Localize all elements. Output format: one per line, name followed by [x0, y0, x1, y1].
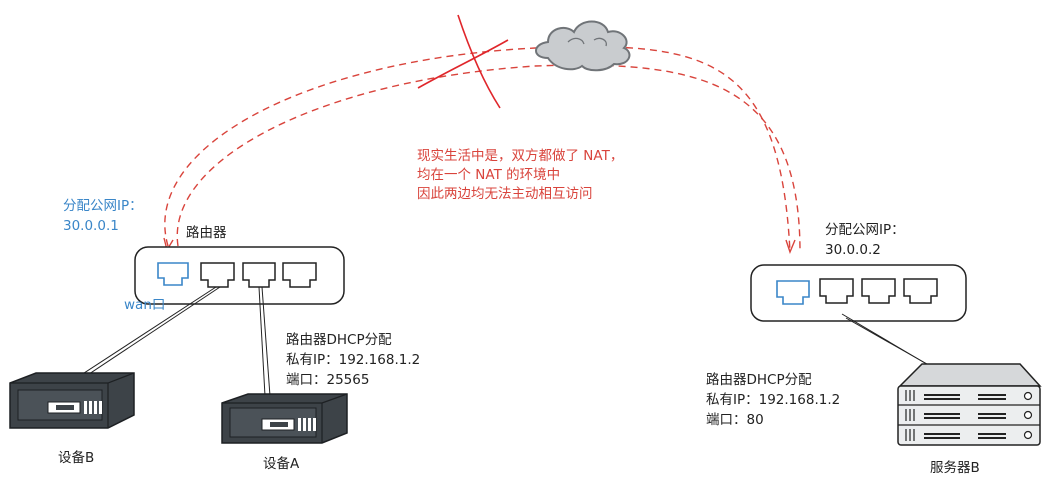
- right-lan-port-1-icon: [819, 278, 854, 304]
- cable-device-a: [258, 286, 266, 397]
- right-public-ip-value: 30.0.0.2: [825, 242, 881, 258]
- nat-path-inner: [176, 64, 801, 253]
- nat-path-outer: [164, 46, 791, 253]
- lan-port-2-icon: [242, 262, 276, 288]
- nat-note-line-2: 均在一个 NAT 的环境中: [417, 167, 561, 183]
- left-port: 端口：25565: [286, 372, 370, 388]
- left-router-label: 路由器: [186, 225, 227, 241]
- right-lan-port-2-icon: [861, 278, 896, 304]
- left-dhcp-label: 路由器DHCP分配: [286, 332, 392, 348]
- right-public-ip-label: 分配公网IP：: [825, 222, 905, 238]
- server-b-label: 服务器B: [930, 460, 980, 476]
- left-public-ip-value: 30.0.0.1: [63, 218, 119, 234]
- nat-note-line-3: 因此两边均无法主动相互访问: [417, 186, 593, 202]
- nat-note-line-1: 现实生活中是，双方都做了 NAT，: [417, 148, 624, 164]
- left-public-ip-label: 分配公网IP：: [63, 198, 143, 214]
- left-private-ip: 私有IP：192.168.1.2: [286, 352, 421, 368]
- right-wan-port-icon: [776, 280, 810, 305]
- wan-port-icon: [157, 262, 189, 286]
- device-a-label: 设备A: [263, 456, 300, 472]
- device-b-label: 设备B: [58, 450, 95, 466]
- wan-label: wan口: [124, 297, 166, 313]
- lan-port-1-icon: [200, 262, 235, 288]
- lan-port-3-icon: [282, 262, 317, 288]
- right-lan-port-3-icon: [903, 278, 938, 304]
- server-b-icon: [897, 363, 1042, 446]
- cable-device-a-2: [261, 286, 271, 397]
- device-a-icon: [221, 393, 348, 444]
- blocked-cross-icon: [417, 14, 509, 109]
- right-arrowhead: [785, 239, 796, 254]
- cloud-icon: [535, 20, 631, 72]
- device-b-icon: [9, 372, 135, 429]
- nat-paths: [164, 46, 801, 253]
- right-port: 端口：80: [706, 412, 764, 428]
- cable-server-2: [845, 317, 935, 369]
- right-router: [750, 264, 967, 322]
- left-router: [134, 246, 345, 305]
- right-private-ip: 私有IP：192.168.1.2: [706, 392, 841, 408]
- right-dhcp-label: 路由器DHCP分配: [706, 372, 812, 388]
